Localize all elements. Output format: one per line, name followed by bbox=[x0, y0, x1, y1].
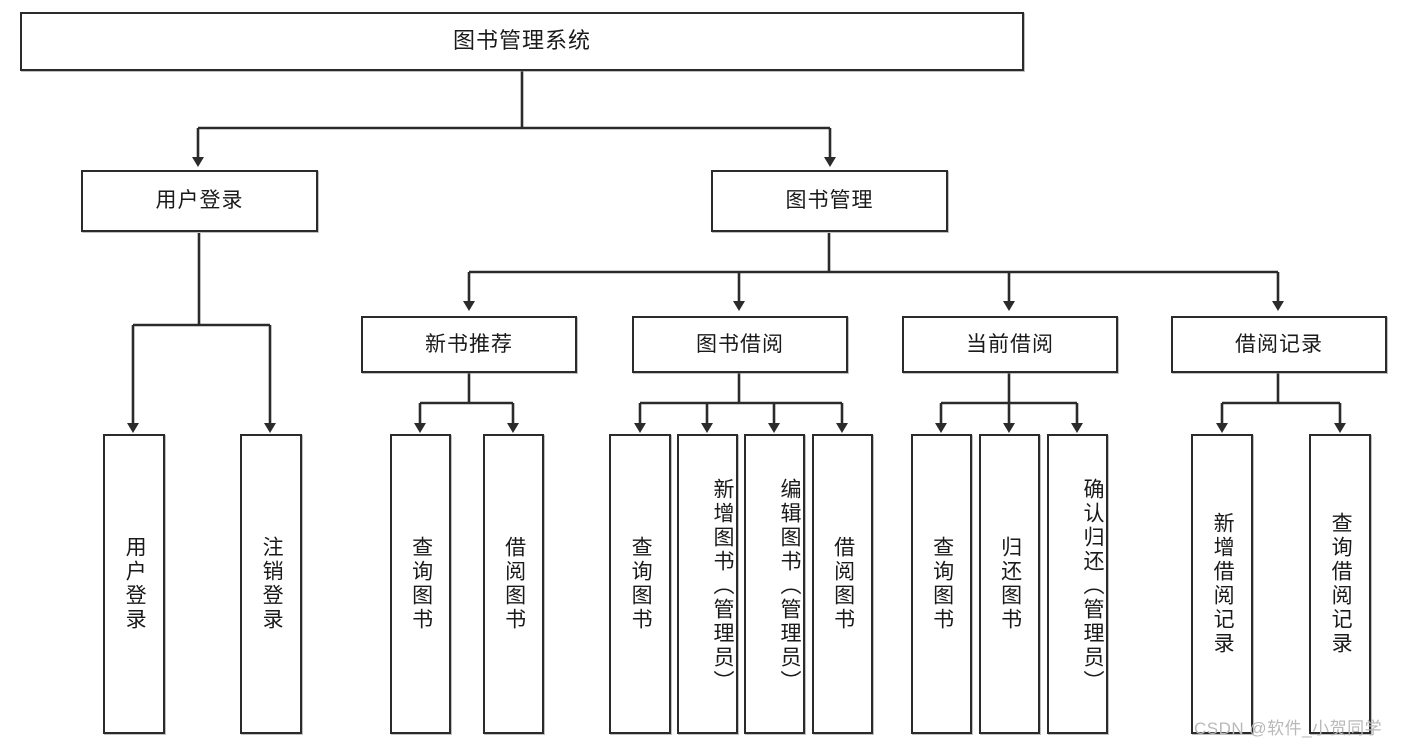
node-label: 查询图书 bbox=[629, 536, 653, 632]
leaf-current-confirm-return-admin[interactable]: 确认归还（管理员） bbox=[1047, 434, 1108, 734]
leaf-borrow-edit-book-admin[interactable]: 编辑图书（管理员） bbox=[744, 434, 805, 734]
node-label: 图书管理系统 bbox=[452, 28, 591, 54]
node-label: 确认归还（管理员） bbox=[1081, 478, 1104, 694]
node-root-book-management-system[interactable]: 图书管理系统 bbox=[20, 12, 1024, 71]
leaf-borrow-borrow-book[interactable]: 借阅图书 bbox=[812, 434, 873, 734]
leaf-new-book-borrow-book[interactable]: 借阅图书 bbox=[483, 434, 544, 734]
leaf-current-return-book[interactable]: 归还图书 bbox=[979, 434, 1040, 734]
leaf-record-query-borrow-record[interactable]: 查询借阅记录 bbox=[1309, 434, 1371, 734]
leaf-borrow-query-book[interactable]: 查询图书 bbox=[609, 434, 671, 734]
node-label: 图书借阅 bbox=[696, 332, 784, 356]
node-label: 借阅记录 bbox=[1235, 332, 1323, 356]
node-label: 用户登录 bbox=[155, 189, 244, 213]
node-label: 查询图书 bbox=[409, 536, 433, 632]
node-label: 新增图书（管理员） bbox=[711, 478, 734, 694]
node-book-borrow[interactable]: 图书借阅 bbox=[632, 316, 848, 373]
node-user-login[interactable]: 用户登录 bbox=[81, 170, 318, 232]
node-label: 编辑图书（管理员） bbox=[778, 478, 801, 694]
node-label: 当前借阅 bbox=[966, 332, 1054, 356]
node-label: 图书管理 bbox=[785, 189, 874, 213]
node-label: 查询图书 bbox=[930, 536, 954, 632]
node-label: 归还图书 bbox=[998, 536, 1022, 632]
leaf-borrow-add-book-admin[interactable]: 新增图书（管理员） bbox=[677, 434, 738, 734]
node-label: 借阅图书 bbox=[831, 536, 855, 632]
node-label: 新书推荐 bbox=[425, 332, 513, 356]
node-label: 查询借阅记录 bbox=[1329, 512, 1353, 656]
node-current-borrow[interactable]: 当前借阅 bbox=[902, 316, 1118, 373]
node-new-book-recommend[interactable]: 新书推荐 bbox=[361, 316, 577, 373]
leaf-new-book-query-book[interactable]: 查询图书 bbox=[390, 434, 451, 734]
csdn-watermark: CSDN @软件_小贺同学 bbox=[1194, 719, 1383, 738]
node-book-management[interactable]: 图书管理 bbox=[711, 170, 948, 232]
node-label: 用户登录 bbox=[123, 536, 147, 632]
node-borrow-record[interactable]: 借阅记录 bbox=[1171, 316, 1387, 373]
node-label: 新增借阅记录 bbox=[1211, 512, 1235, 656]
leaf-user-login-logout[interactable]: 注销登录 bbox=[240, 434, 302, 734]
leaf-user-login-login[interactable]: 用户登录 bbox=[103, 434, 165, 734]
leaf-current-query-book[interactable]: 查询图书 bbox=[911, 434, 972, 734]
node-label: 注销登录 bbox=[260, 536, 284, 632]
node-label: 借阅图书 bbox=[502, 536, 526, 632]
leaf-record-add-borrow-record[interactable]: 新增借阅记录 bbox=[1191, 434, 1253, 734]
